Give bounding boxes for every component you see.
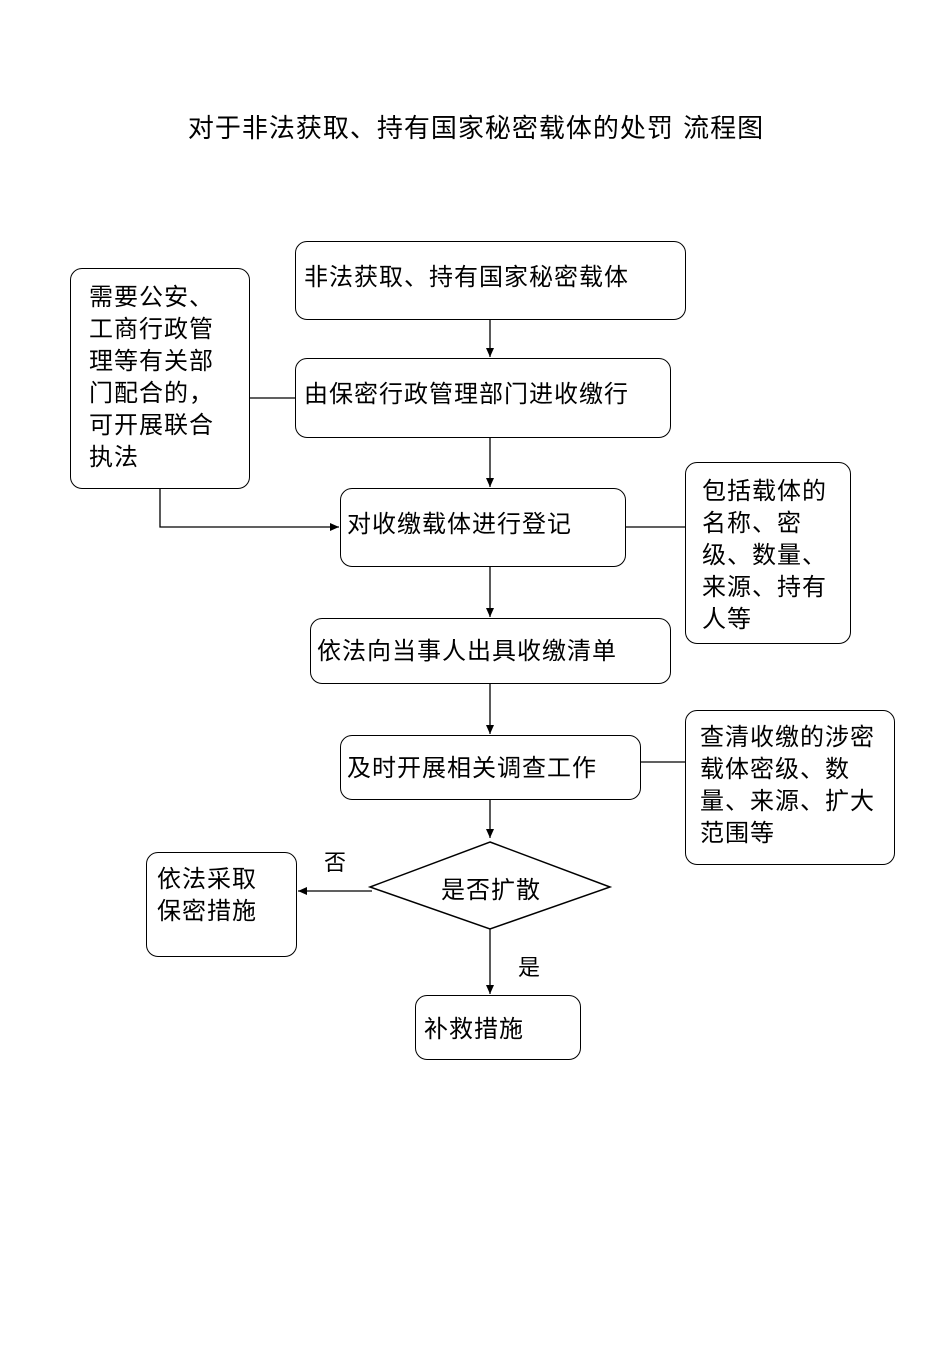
note-register-contents: 包括载体的名称、密级、数量、来源、持有人等: [685, 462, 851, 644]
label-no: 否: [324, 851, 347, 876]
step-register: 对收缴载体进行登记: [340, 488, 626, 567]
decision-diamond: [367, 841, 613, 930]
note-joint-enforcement: 需要公安、工商行政管理等有关部门配合的，可开展联合执法: [70, 268, 250, 489]
page-title: 对于非法获取、持有国家秘密载体的处罚 流程图: [187, 114, 765, 144]
result-confidential-measures: 依法采取保密措施: [146, 852, 297, 957]
step-confiscate: 由保密行政管理部门进收缴行: [295, 358, 671, 438]
step-investigate: 及时开展相关调查工作: [340, 735, 641, 800]
decision-label: 是否扩散: [441, 876, 541, 904]
arrow-left-note-s3: [159, 489, 339, 531]
step-illegal-obtain: 非法获取、持有国家秘密载体: [295, 241, 686, 320]
step-issue-list: 依法向当事人出具收缴清单: [310, 618, 671, 684]
result-remedy: 补救措施: [415, 995, 581, 1060]
note-investigation-contents: 查清收缴的涉密载体密级、数量、来源、扩大范围等: [685, 710, 895, 865]
label-yes: 是: [518, 956, 541, 981]
